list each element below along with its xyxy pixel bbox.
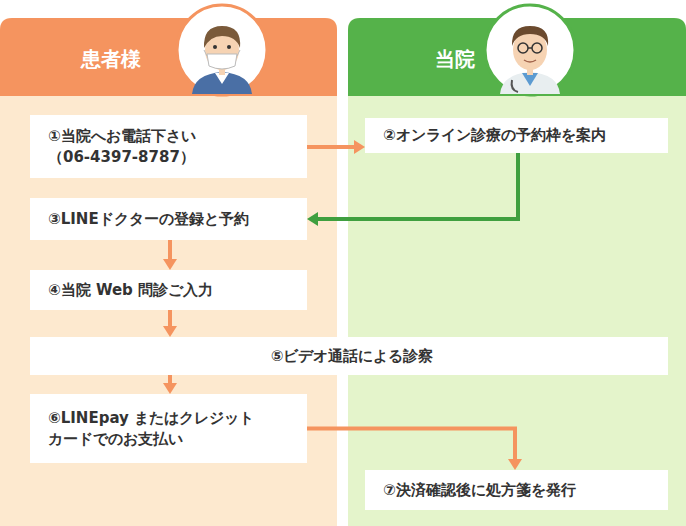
- step-box: ⑦決済確認後に処方箋を発行: [365, 470, 668, 510]
- step-box: ②オンライン診療の予約枠を案内: [365, 118, 668, 153]
- patient-avatar: [177, 5, 267, 95]
- arrow-line: [168, 310, 172, 328]
- step-text: ③LINEドクターの登録と予約: [48, 209, 249, 229]
- step-box: ④当院 Web 問診ご入力: [30, 270, 307, 310]
- arrow-head: [307, 212, 318, 226]
- flow-arrow: [163, 375, 177, 394]
- step-box: ③LINEドクターの登録と予約: [30, 198, 307, 240]
- step-box: ⑤ビデオ通話による診察: [30, 337, 668, 375]
- arrow-line: [307, 145, 356, 149]
- patient-header: [0, 18, 337, 96]
- patient-column: 患者様 ①当院へお電話下さい （06-4397-8787） ③LINEドクターの登録…: [0, 18, 337, 526]
- arrow-line: [168, 375, 172, 385]
- flow-arrow: [163, 240, 177, 270]
- doctor-avatar: [485, 5, 575, 95]
- arrow-line: [316, 153, 518, 219]
- arrow-head: [163, 259, 177, 270]
- step-text: ⑤ビデオ通話による診察: [271, 346, 434, 366]
- patient-panel: [0, 18, 337, 526]
- step-box: ⑥LINEpay またはクレジット カードでのお支払い: [30, 394, 307, 463]
- flow-arrow: [307, 429, 522, 471]
- clinic-column: 当院 ②オンライン診療の予約枠を案内 ⑦決済確認後に処方箋を発行: [348, 18, 686, 526]
- arrow-line: [307, 429, 515, 462]
- arrow-head: [354, 140, 365, 154]
- arrow-head: [508, 459, 522, 470]
- column-heading: 患者様: [0, 39, 222, 79]
- arrow-head: [163, 326, 177, 337]
- step-box: ①当院へお電話下さい （06-4397-8787）: [30, 115, 307, 178]
- arrow-head: [163, 383, 177, 394]
- step-text: ④当院 Web 問診ご入力: [48, 280, 213, 300]
- step-text: ⑦決済確認後に処方箋を発行: [383, 480, 576, 500]
- flow-arrow: [163, 310, 177, 337]
- column-heading: 当院: [348, 39, 562, 79]
- step-text: ②オンライン診療の予約枠を案内: [383, 125, 606, 145]
- step-text: ⑥LINEpay またはクレジット カードでのお支払い: [48, 408, 263, 449]
- arrow-line: [168, 240, 172, 261]
- step-text: ①当院へお電話下さい （06-4397-8787）: [48, 126, 210, 167]
- flow-arrow: [307, 140, 365, 154]
- flow-arrow: [307, 153, 518, 226]
